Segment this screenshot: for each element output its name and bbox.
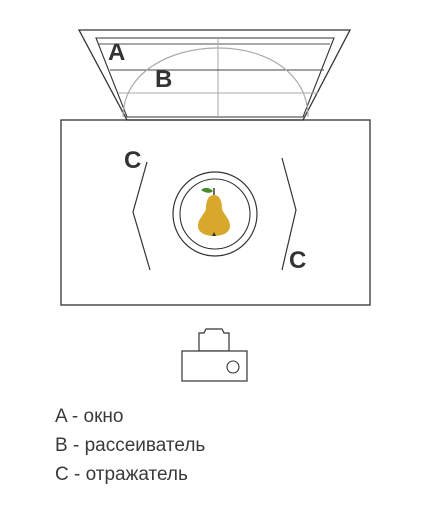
reflector-right (281, 157, 297, 271)
legend-text: окно (83, 406, 124, 427)
pear-icon (198, 187, 230, 236)
legend-item: B - рассеиватель (55, 431, 205, 460)
label-a: A (108, 39, 125, 66)
lighting-setup-diagram: A B C C (60, 29, 371, 382)
legend-item: C - отражатель (55, 460, 205, 489)
legend-separator: - (66, 406, 84, 427)
camera-viewfinder (198, 328, 230, 352)
legend-letter: A (55, 406, 67, 427)
legend-item: A - окно (55, 402, 205, 431)
label-b: B (155, 66, 172, 93)
legend-letter: C (55, 464, 69, 485)
pear-blossom-end (212, 232, 216, 236)
legend-text: рассеиватель (84, 435, 206, 456)
subject-plate (172, 171, 258, 257)
legend-text: отражатель (85, 464, 188, 485)
label-c-right: C (289, 247, 306, 274)
legend-separator: - (67, 435, 85, 456)
label-c-left: C (124, 147, 141, 174)
pear-body (198, 195, 230, 236)
legend-separator: - (68, 464, 86, 485)
legend: A - окно B - рассеиватель C - отражатель (55, 402, 205, 489)
camera-lens (226, 360, 240, 374)
pear-leaf (201, 187, 213, 193)
camera-icon (181, 328, 248, 382)
diffuser-dome (122, 47, 309, 118)
camera-body (181, 350, 248, 382)
reflector-left (132, 161, 151, 271)
legend-letter: B (55, 435, 68, 456)
softbox-window-frame (95, 37, 335, 118)
shooting-table (60, 119, 371, 306)
softbox: A B (77, 29, 352, 121)
